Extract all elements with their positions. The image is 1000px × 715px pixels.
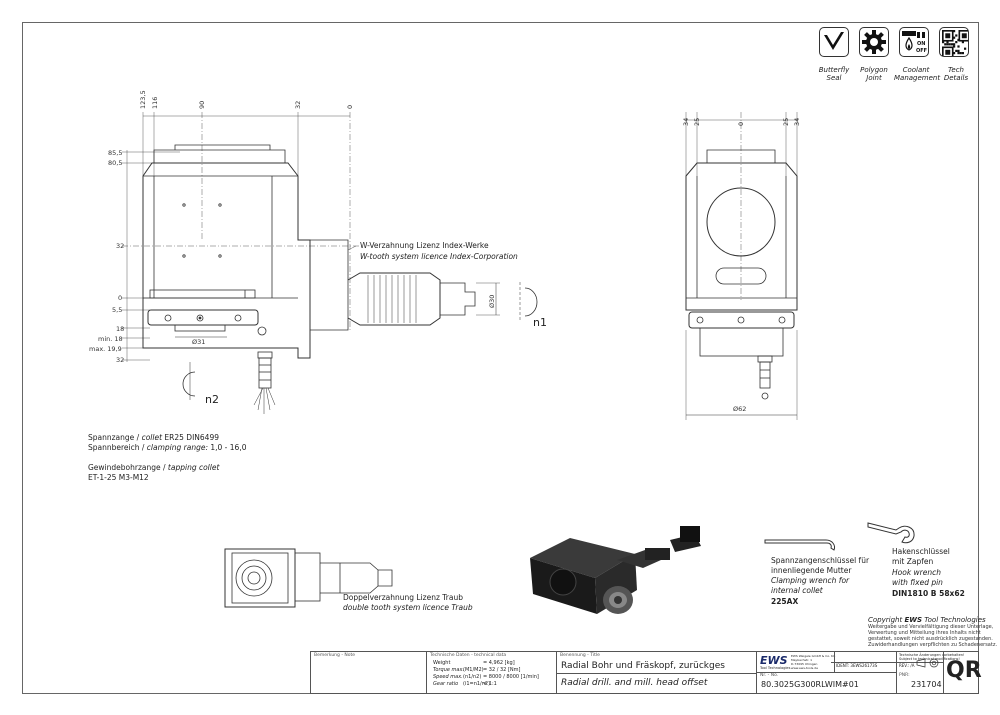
weight-value: = 4,962 [kg]	[483, 660, 515, 666]
dim-max-19-9: max. 19,9	[89, 345, 122, 353]
wrench1-en-1: Clamping wrench for	[771, 576, 850, 585]
front-dim-34-right: 34	[793, 118, 801, 126]
title-german: Radial Bohr und Fräskopf, zurückges	[561, 661, 725, 671]
coolant-on-badge: ON	[917, 41, 925, 47]
front-dim-25-right: 25	[782, 118, 790, 126]
tapping-collet-value: ET-1-25 M3-M12	[88, 473, 149, 482]
revision-cell: Technische Änderungen vorbehalten! Subje…	[896, 652, 964, 693]
title-english: Radial drill. and mill. head offset	[561, 678, 708, 688]
rotation-n1: n1	[533, 316, 547, 329]
weight-label: Weight	[433, 660, 451, 666]
double-tooth-note-en: double tooth system licence Traub	[343, 603, 473, 612]
clamping-range-spec: Spannbereich / clamping range: 1,0 - 16,…	[88, 443, 247, 452]
rotation-n2: n2	[205, 393, 219, 406]
w-tooth-note-de: W-Verzahnung Lizenz Index-Werke	[360, 241, 489, 250]
torque-value: = 32 / 32 [Nm]	[483, 667, 521, 673]
qr-label[interactable]: QR	[946, 658, 982, 683]
number-header: Nr. - No.	[760, 673, 779, 678]
w-tooth-note-en: W-tooth system licence Index-Corporation	[360, 252, 518, 261]
dim-90: 90	[198, 101, 206, 109]
dim-5-5: 5,5	[112, 306, 122, 314]
tech-data-header: Technische Daten - technical data	[430, 653, 507, 658]
title-block: Bemerkung - Note Technische Daten - tech…	[310, 651, 982, 694]
polygon-joint-icon[interactable]	[859, 27, 889, 57]
ratio-unit: (i1=n1/n2)	[463, 681, 491, 687]
revision: REV.: /A	[899, 663, 915, 668]
wrench1-de-1: Spannzangenschlüssel für	[771, 556, 870, 565]
part-number: 80.3025G300RLWIM#01	[761, 680, 859, 689]
dim-18: 18	[116, 325, 124, 333]
wrench1-de-2: innenliegende Mutter	[771, 566, 852, 575]
double-tooth-note-de: Doppelverzahnung Lizenz Traub	[343, 593, 463, 602]
drawing-number-header: PNR:	[899, 673, 910, 678]
ews-logo-sub: Tool Technologies	[760, 666, 791, 670]
changes-note: Technische Änderungen vorbehalten! Subje…	[899, 653, 965, 661]
tapping-collet-spec: Gewindebohrzange / tapping collet	[88, 463, 220, 472]
coolant-management-icon[interactable]: ON OFF	[899, 27, 929, 57]
remark-header: Bemerkung - Note	[314, 653, 356, 658]
front-dim-34-left: 34	[682, 118, 690, 126]
company-address: EWS Weigele GmbH & Co. KG Maybachstr. 1 …	[791, 654, 836, 670]
wrench2-de-1: Hakenschlüssel	[892, 547, 950, 556]
wrench-clamping	[764, 539, 835, 551]
coolant-off-badge: OFF	[916, 48, 927, 54]
dim-85-5: 85,5	[108, 149, 122, 157]
torque-unit: (M1/M2)	[463, 667, 484, 673]
dim-min-18: min. 18	[98, 335, 123, 343]
speed-label: Speed max.	[433, 674, 463, 680]
side-view	[122, 112, 538, 414]
wrench1-code: 225AX	[771, 597, 799, 606]
title-cell: Benennung - Title Radial Bohr und Fräsko…	[556, 652, 757, 693]
wrench2-de-2: mit Zapfen	[892, 557, 934, 566]
wrench2-en-1: Hook wrench	[892, 568, 942, 577]
torque-label: Torque max.	[433, 667, 465, 673]
dim-left-0: 0	[118, 294, 122, 302]
company-cell: EWS Tool Technologies EWS Weigele GmbH &…	[756, 652, 897, 693]
plan-view	[224, 548, 393, 608]
butterfly-seal-icon[interactable]	[819, 27, 849, 57]
wrench-hook	[867, 522, 915, 544]
dim-dia-31: Ø31	[192, 338, 205, 346]
drawing-number: 231704	[911, 680, 942, 689]
wrench2-code: DIN1810 B 58x62	[892, 589, 965, 598]
product-3d-render	[530, 526, 701, 614]
qr-code-icon[interactable]	[939, 27, 971, 59]
copyright-text: Weitergabe und Vervielfältigung dieser U…	[868, 624, 998, 648]
ratio-label: Gear ratio	[433, 681, 459, 687]
collet-spec: Spannzange / collet ER25 DIN6499	[88, 433, 219, 442]
ident-number: IDENT: 3EWS26173S	[836, 663, 878, 668]
tech-data-cell: Technische Daten - technical data Weight…	[426, 652, 556, 693]
ratio-value: = 1:1	[483, 681, 497, 687]
wrench1-en-2: internal collet	[771, 586, 823, 595]
copyright-title: Copyright EWS Tool Technologies	[868, 616, 986, 624]
wrench2-en-2: with fixed pin	[892, 578, 943, 587]
dim-80-5: 80,5	[108, 159, 122, 167]
qr-cell[interactable]: QR	[943, 652, 982, 693]
front-dim-25-left: 25	[693, 118, 701, 126]
front-dim-0: 0	[737, 122, 745, 126]
dim-dia-62: Ø62	[733, 405, 746, 413]
dim-116: 116	[151, 97, 159, 109]
title-header: Benennung - Title	[560, 653, 600, 658]
speed-value: = 8000 / 8000 [1/min]	[483, 674, 539, 680]
dim-bottom-32: 32	[116, 356, 124, 364]
dim-0: 0	[346, 105, 354, 109]
dim-123-5: 123,5	[139, 90, 147, 109]
dim-dia-30: Ø30	[488, 295, 496, 308]
dim-left-32: 32	[116, 242, 124, 250]
front-view	[685, 112, 798, 420]
speed-unit: (n1/n2)	[463, 674, 482, 680]
ews-logo: EWS	[760, 654, 788, 667]
projection-symbol-icon	[915, 653, 941, 672]
dim-32: 32	[294, 101, 302, 109]
